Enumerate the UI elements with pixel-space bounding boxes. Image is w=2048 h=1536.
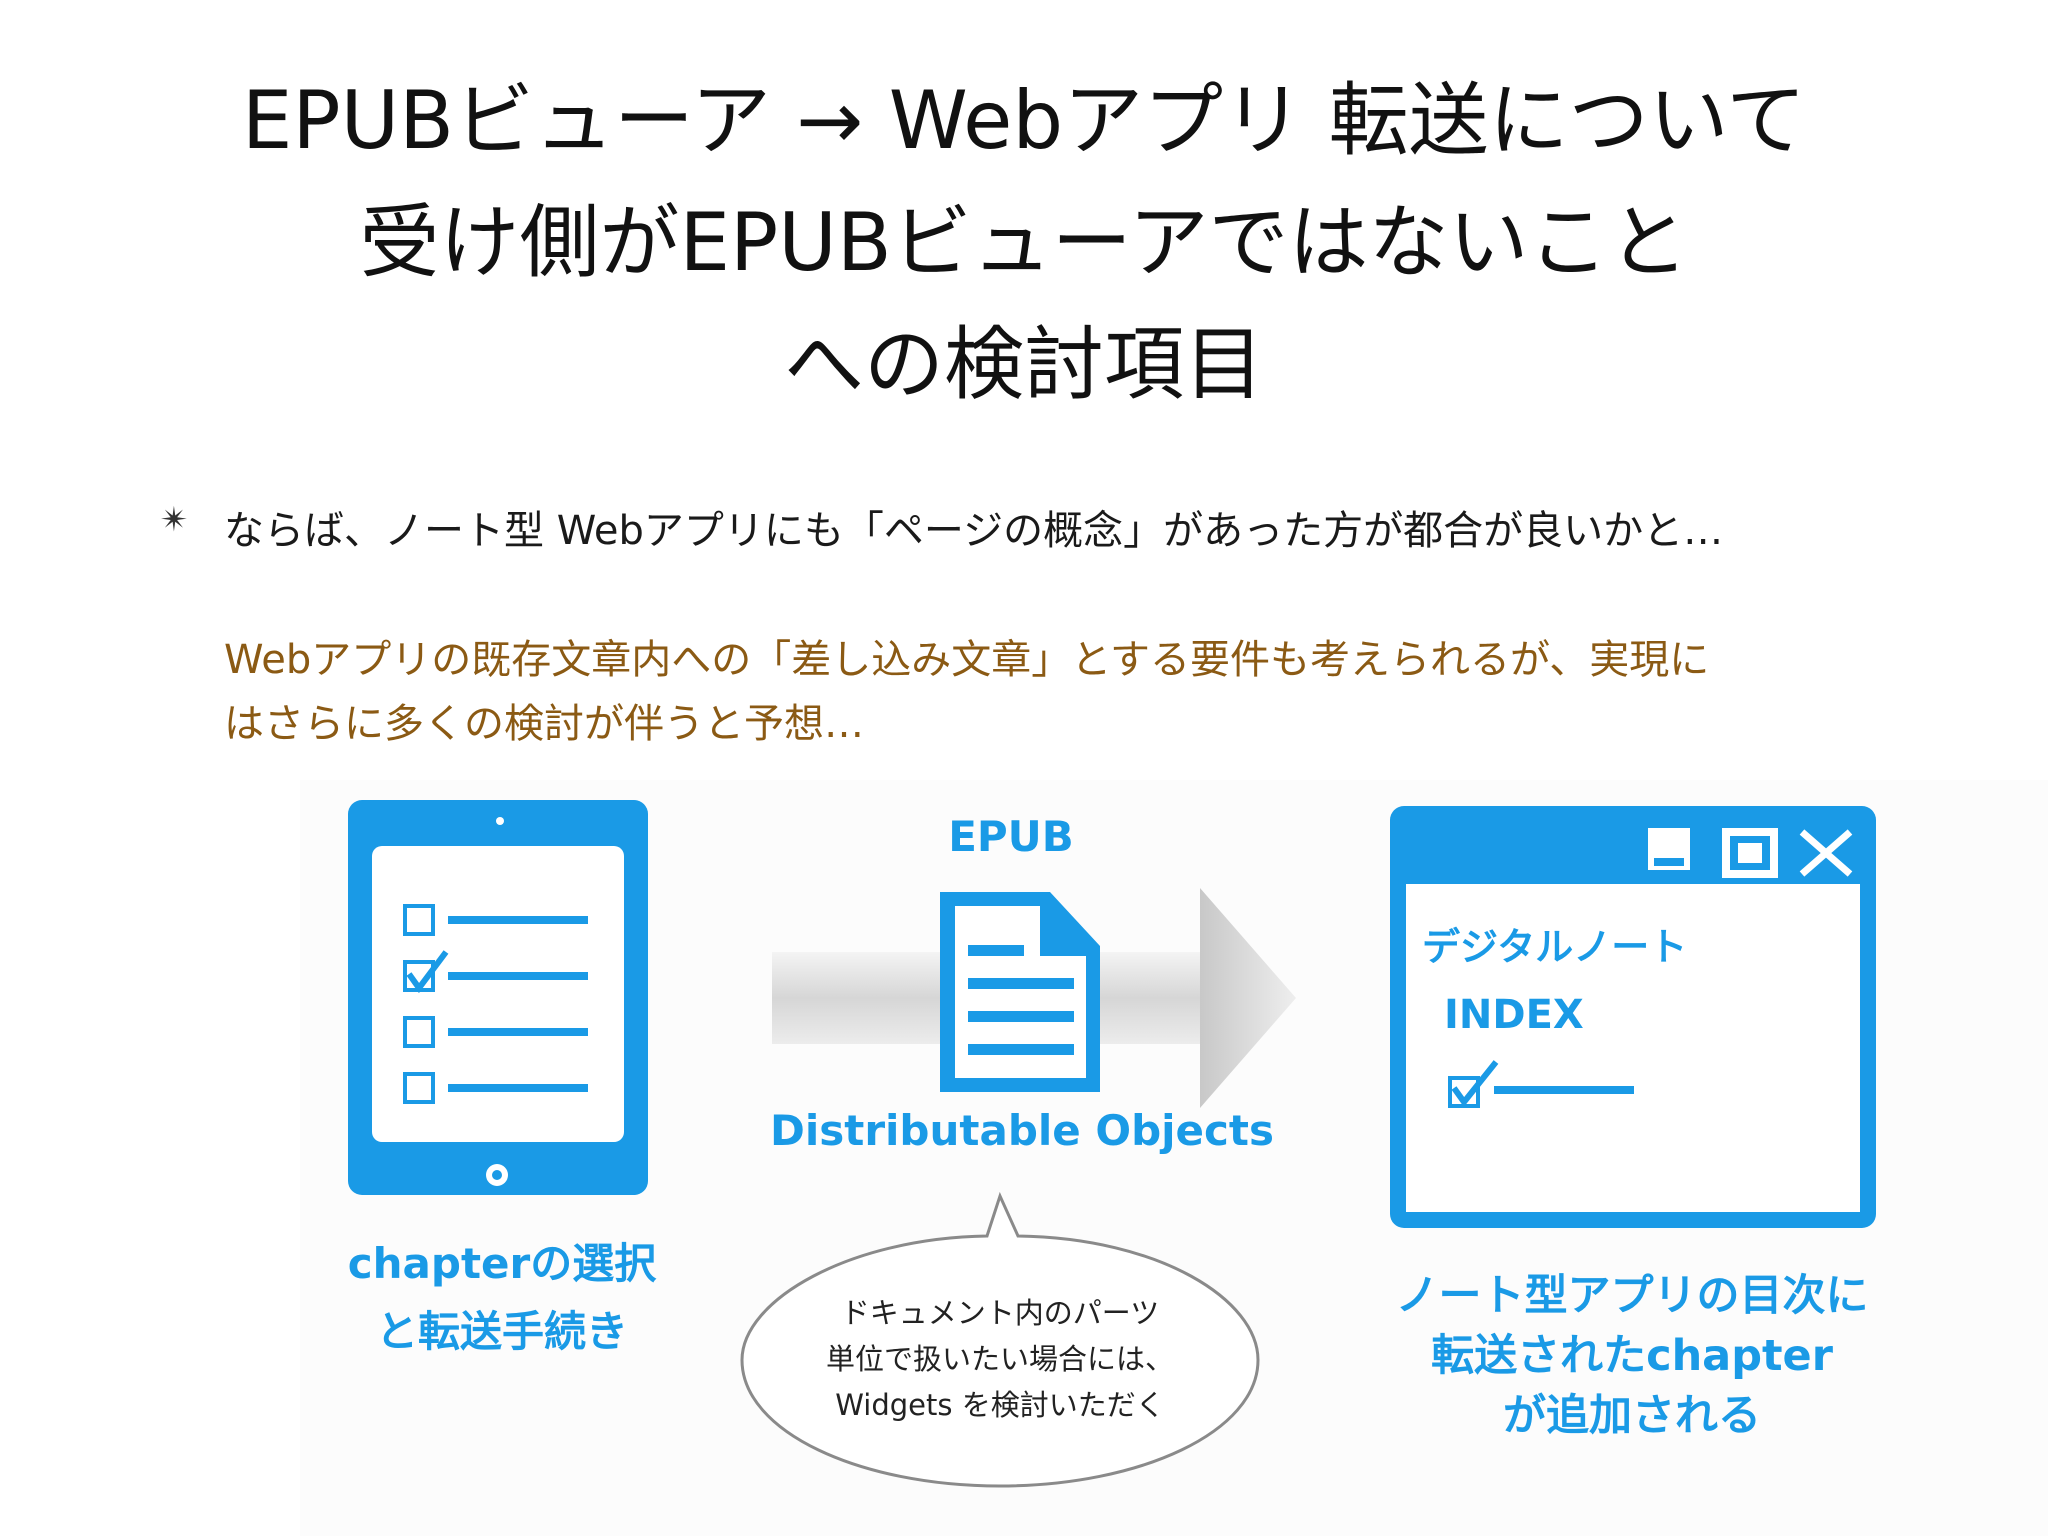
distributable-objects-label: Distributable Objects xyxy=(769,1106,1275,1155)
maximize-icon xyxy=(1722,828,1778,878)
bubble-line-2: 単位で扱いたい場合には、 xyxy=(825,1342,1174,1376)
tablet-caption: chapterの選択 と転送手続き xyxy=(302,1230,702,1366)
note-paragraph: Webアプリの既存文章内への「差し込み文章」とする要件も考えられるが、実現に は… xyxy=(224,628,1964,756)
bubble-line-1: ドキュメント内のパーツ xyxy=(840,1296,1160,1330)
tablet-caption-line-2: と転送手続き xyxy=(375,1307,628,1356)
epub-label: EPUB xyxy=(948,812,1074,861)
title-line-2: 受け側がEPUBビューアではないこと xyxy=(359,196,1689,289)
window-caption: ノート型アプリの目次に 転送されたchapter が追加される xyxy=(1332,1266,1932,1446)
webapp-window-icon xyxy=(1390,806,1876,1228)
tablet-checklist-icon xyxy=(348,800,648,1195)
window-title: デジタルノート xyxy=(1422,925,1688,969)
slide-title: EPUBビューア → Webアプリ 転送について 受け側がEPUBビューアではな… xyxy=(0,60,2048,426)
bullet-star-icon: ✴ xyxy=(160,500,189,540)
tablet-caption-line-1: chapterの選択 xyxy=(347,1239,657,1288)
speech-bubble xyxy=(740,1191,1260,1488)
close-icon xyxy=(1796,828,1856,878)
diagram xyxy=(300,780,2048,1536)
window-caption-line-3: が追加される xyxy=(1503,1391,1761,1441)
window-caption-line-2: 転送されたchapter xyxy=(1431,1331,1833,1381)
note-line-2: はさらに多くの検討が伴うと予想… xyxy=(224,701,864,747)
bubble-text: ドキュメント内のパーツ 単位で扱いたい場合には、 Widgets を検討いただく xyxy=(760,1290,1240,1428)
window-index-label: INDEX xyxy=(1444,992,1584,1038)
index-checkbox-icon xyxy=(1448,1060,1634,1108)
bubble-line-3: Widgets を検討いただく xyxy=(835,1388,1165,1422)
epub-document-icon xyxy=(940,892,1100,1092)
window-caption-line-1: ノート型アプリの目次に xyxy=(1395,1271,1869,1321)
bullet-text: ならば、ノート型 Webアプリにも「ページの概念」があった方が都合が良いかと… xyxy=(224,508,1724,554)
title-line-3: への検討項目 xyxy=(784,318,1264,411)
minimize-icon xyxy=(1648,828,1690,870)
title-line-1: EPUBビューア → Webアプリ 転送について xyxy=(241,74,1807,167)
note-line-1: Webアプリの既存文章内への「差し込み文章」とする要件も考えられるが、実現に xyxy=(224,637,1710,683)
